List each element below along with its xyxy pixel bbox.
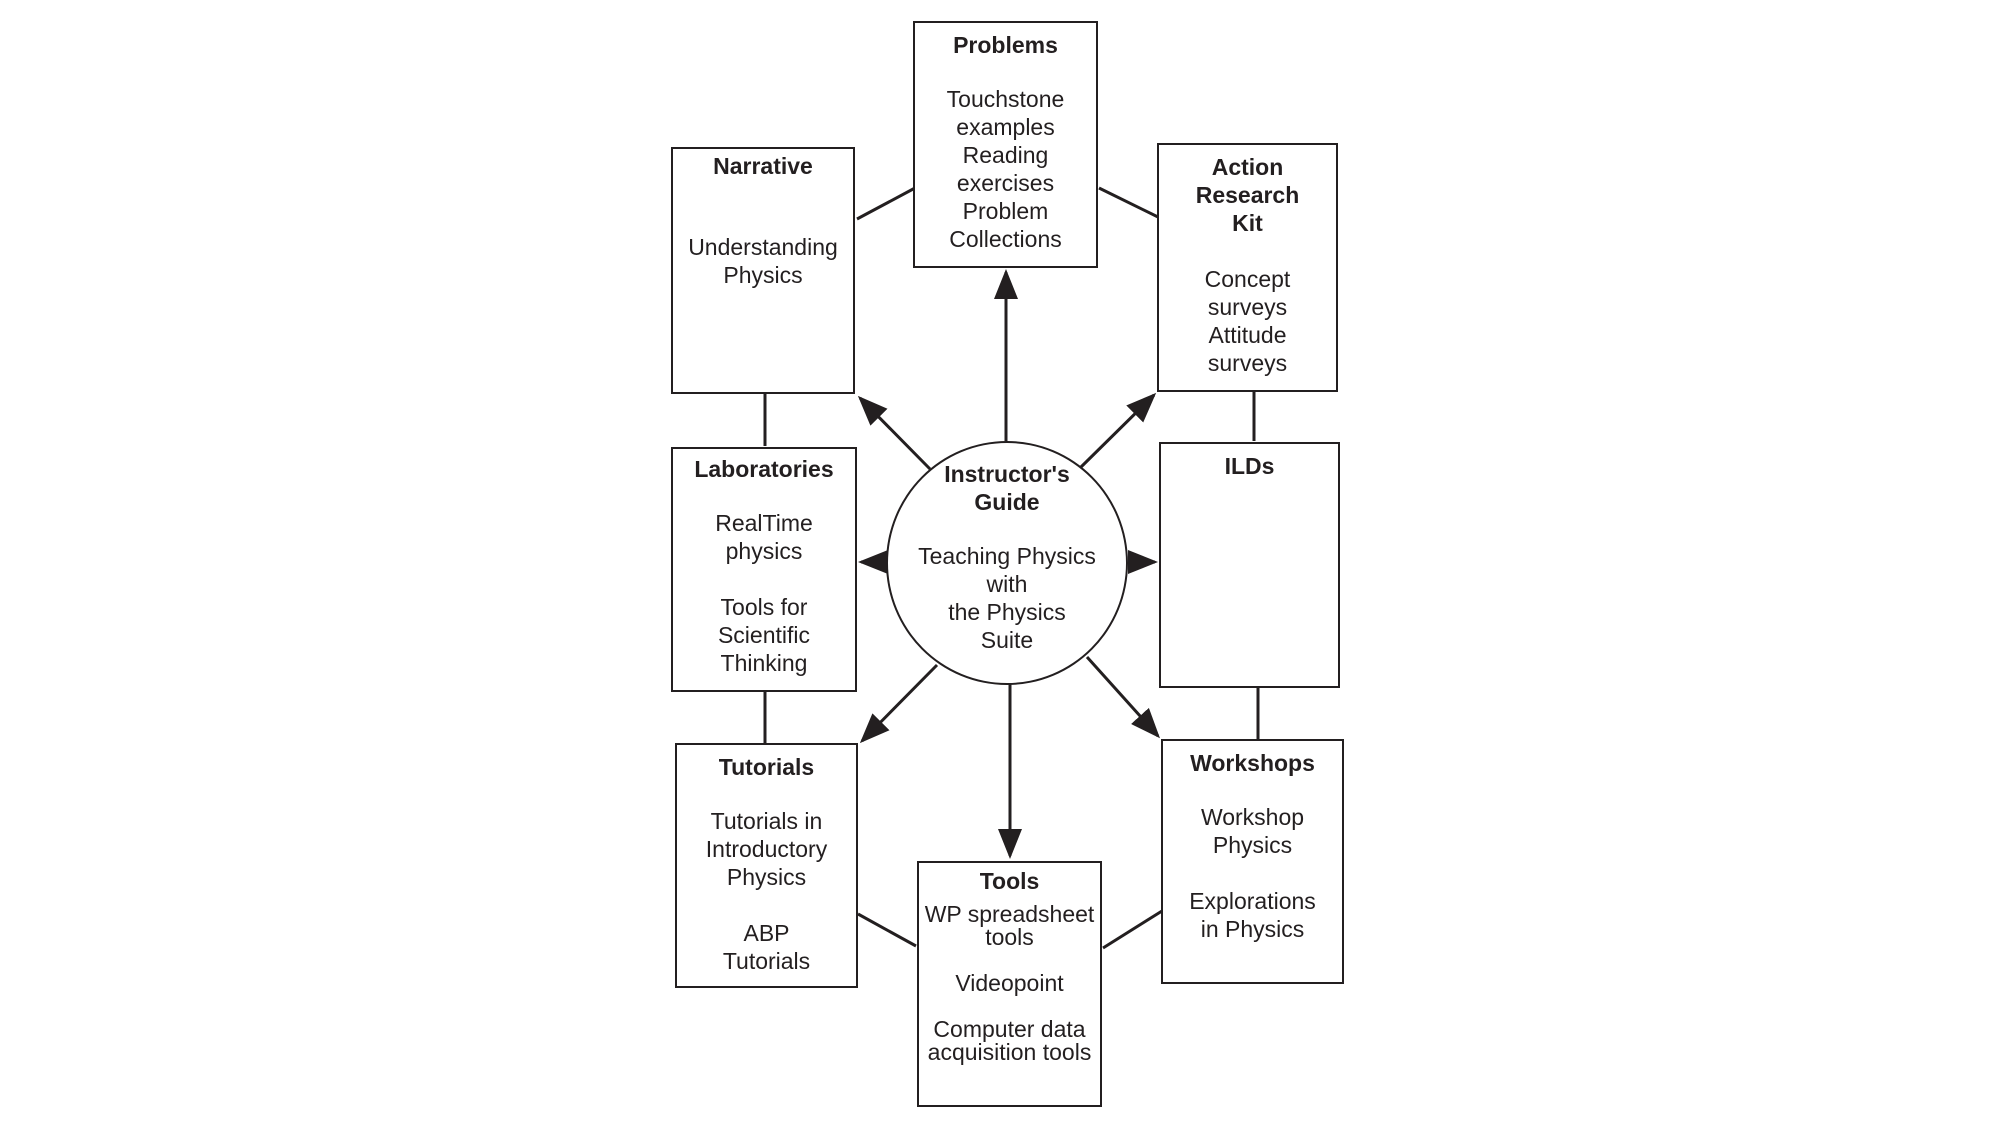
action-research-kit-title: Action Research Kit: [1195, 154, 1300, 236]
workshops-box: Workshops Workshop Physics Explorations …: [1161, 739, 1344, 984]
arrow-to-action-research: [1079, 392, 1157, 469]
problems-body: Touchstone examples Reading exercises Pr…: [946, 86, 1065, 252]
instructors-guide-body: Teaching Physics with the Physics Suite: [918, 543, 1096, 653]
instructors-guide-title: Instructor's Guide: [944, 461, 1070, 515]
narrative-box: Narrative Understanding Physics: [671, 147, 855, 394]
link-problems-action-research: [1098, 186, 1159, 219]
tutorials-box: Tutorials Tutorials in Introductory Phys…: [675, 743, 858, 988]
workshops-title: Workshops: [1190, 750, 1315, 776]
tools-body-spreadsheet: WP spreadsheet tools: [924, 901, 1095, 950]
problems-box: Problems Touchstone examples Reading exe…: [913, 21, 1098, 268]
tools-box: Tools WP spreadsheet tools Videopoint Co…: [917, 861, 1102, 1107]
instructors-guide-circle: Instructor's Guide Teaching Physics with…: [886, 441, 1128, 685]
arrow-to-narrative: [857, 395, 932, 471]
action-research-kit-box: Action Research Kit Concept surveys Atti…: [1157, 143, 1338, 392]
laboratories-title: Laboratories: [694, 456, 834, 482]
tutorials-body: Tutorials in Introductory Physics ABP Tu…: [705, 808, 828, 974]
arrow-to-workshops: [1085, 655, 1161, 739]
workshops-body: Workshop Physics Explorations in Physics: [1189, 804, 1316, 942]
tools-title: Tools: [979, 868, 1040, 894]
laboratories-box: Laboratories RealTime physics Tools for …: [671, 447, 857, 692]
tools-body-videopoint: Videopoint: [955, 970, 1064, 996]
problems-title: Problems: [953, 32, 1058, 58]
link-narrative-problems: [856, 186, 916, 221]
narrative-body: Understanding Physics: [688, 234, 838, 288]
tutorials-title: Tutorials: [718, 754, 815, 780]
narrative-title: Narrative: [713, 153, 813, 179]
laboratories-body: RealTime physics Tools for Scientific Th…: [715, 510, 813, 676]
link-tools-workshops: [1102, 909, 1163, 950]
action-research-kit-body: Concept surveys Attitude surveys: [1204, 266, 1291, 376]
tools-body-data-acquisition: Computer data acquisition tools: [927, 1016, 1092, 1065]
ilds-title: ILDs: [1224, 453, 1275, 479]
arrow-to-tutorials: [859, 663, 939, 744]
link-tutorials-tools: [857, 912, 917, 948]
ilds-box: ILDs: [1159, 442, 1340, 688]
